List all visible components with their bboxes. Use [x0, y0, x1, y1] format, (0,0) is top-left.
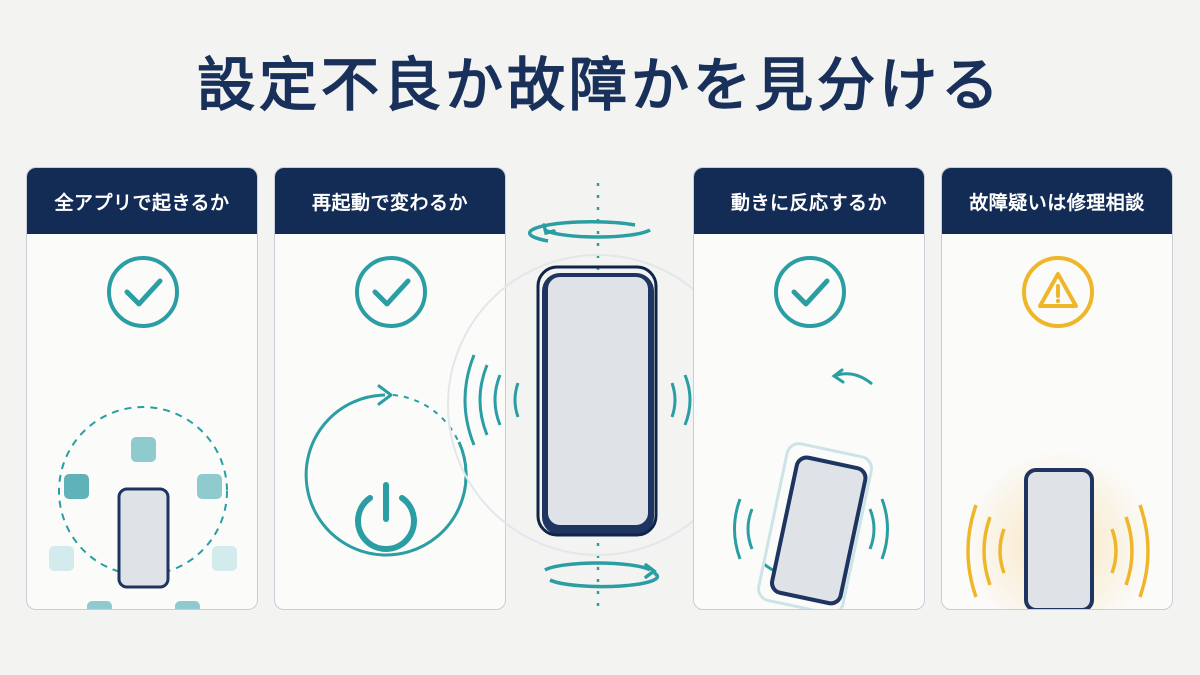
check-circle-icon [355, 256, 427, 328]
rotating-phone-illustration [447, 183, 740, 615]
vibration-waves-icon [966, 504, 1150, 598]
card-repair: 故障疑いは修理相談 [941, 167, 1173, 610]
card-all-apps: 全アプリで起きるか [26, 167, 258, 610]
rotate-arrow-icon [527, 220, 651, 243]
vibration-waves-icon [447, 254, 740, 556]
card-illustration [963, 256, 1153, 609]
card-illustration [304, 256, 468, 557]
phone-icon [117, 487, 170, 589]
warning-triangle-icon [1022, 256, 1094, 328]
restart-arrow-icon [304, 384, 468, 557]
card-illustration [49, 256, 237, 609]
check-circle-icon [774, 256, 846, 328]
card-restart: 再起動で変わるか [274, 167, 506, 610]
card-header: 全アプリで起きるか [27, 168, 257, 234]
card-header: 動きに反応するか [694, 168, 924, 234]
phone-icon [1024, 468, 1094, 609]
card-illustration [733, 256, 889, 609]
rotate-arrow-icon [544, 561, 660, 589]
phone-icon [536, 265, 658, 537]
card-header: 故障疑いは修理相談 [942, 168, 1172, 234]
power-icon [355, 482, 417, 552]
card-header: 再起動で変わるか [275, 168, 505, 234]
phone-icon [757, 442, 873, 609]
vibration-waves-icon [733, 498, 889, 560]
page-title: 設定不良か故障かを見分ける [196, 51, 1003, 119]
check-circle-icon [107, 256, 179, 328]
card-motion: 動きに反応するか [693, 167, 925, 610]
